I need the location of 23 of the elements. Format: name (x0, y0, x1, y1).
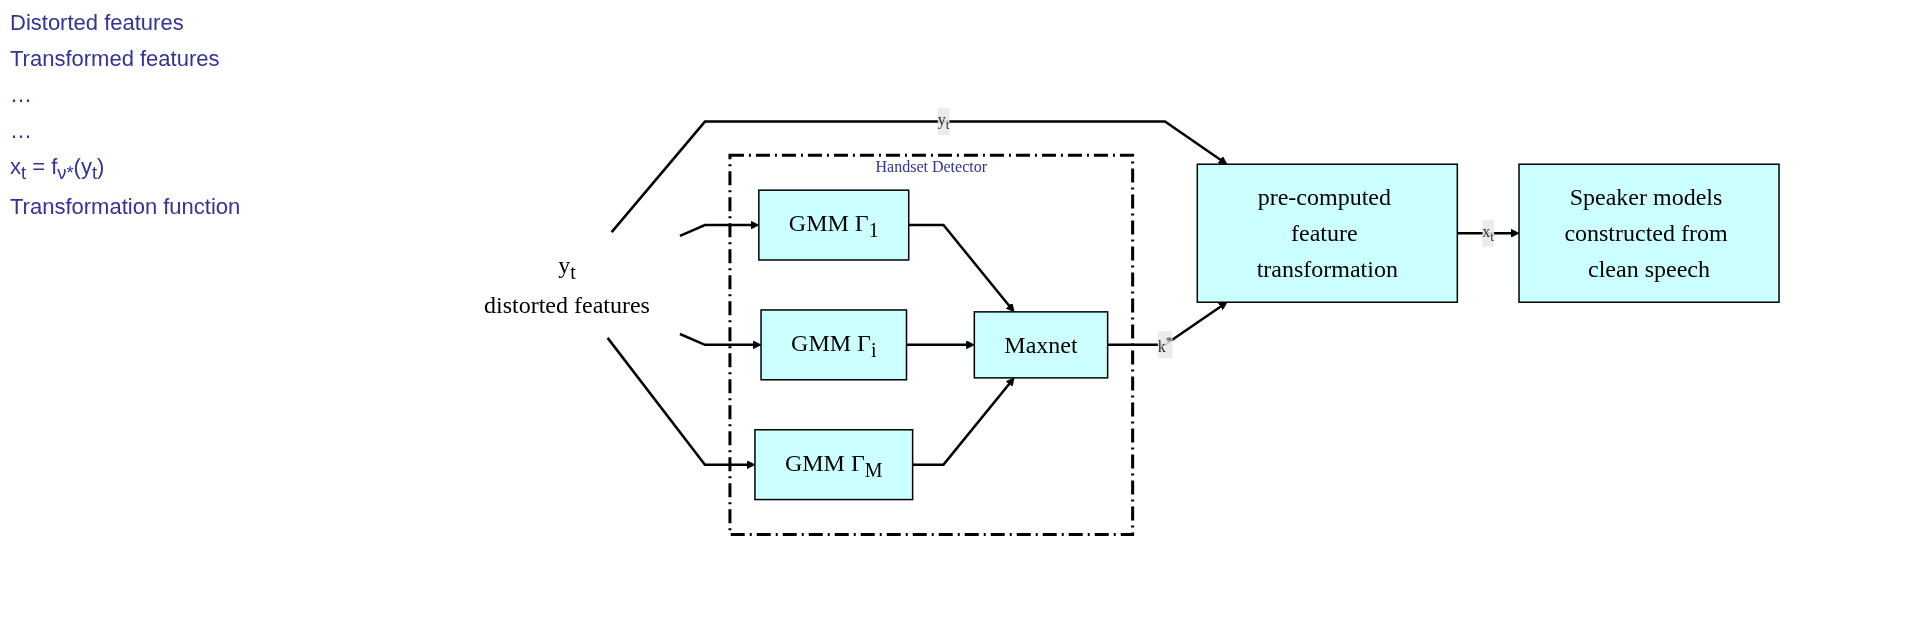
arrow (908, 224, 1015, 313)
note-text: Distorted features (10, 10, 185, 36)
arrow (679, 333, 762, 350)
node-box: GMM Γ$_{M}$ (754, 429, 914, 501)
node-box: pre-computed feature transformation (1196, 163, 1459, 304)
node-label: distorted features (483, 292, 650, 319)
note-text: Transformation function (10, 194, 242, 221)
arrow (906, 340, 975, 350)
edge-label: x$_{t}$ (1482, 222, 1494, 245)
node-box: Maxnet (973, 311, 1109, 379)
edge-label: y$_{t}$ (937, 111, 950, 133)
node-box: GMM Γ$_{i}$ (760, 309, 908, 381)
note-text: Transformed features (10, 46, 221, 72)
note-text: x$_{t}$ = f$_{ν*}$(y$_{t}$) (10, 154, 106, 185)
node-box: GMM Γ$_{1}$ (758, 189, 910, 261)
node-box: Speaker models constructed from clean speech (1518, 163, 1780, 304)
node-text: y$_{t}$ (558, 252, 576, 284)
arrow (912, 377, 1015, 467)
note-text: … (10, 118, 33, 144)
note-text: … (10, 82, 33, 108)
edge-label: k$^{*}$ (1157, 333, 1173, 355)
arrow (610, 120, 1228, 234)
arrow (1107, 302, 1228, 347)
